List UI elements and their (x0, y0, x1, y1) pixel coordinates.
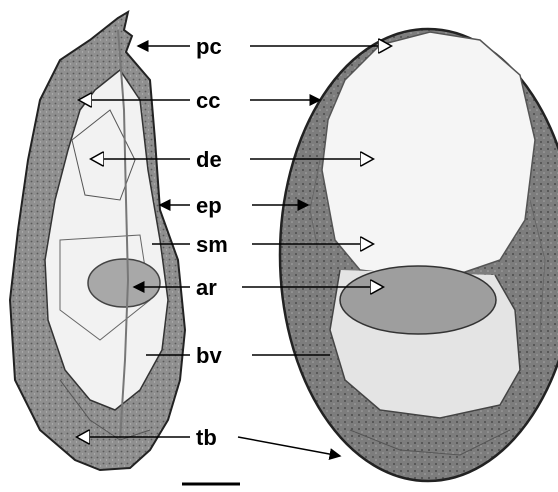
label-ar: ar (196, 275, 217, 300)
left-ar-region (88, 259, 160, 307)
label-cc: cc (196, 88, 220, 113)
label-bv: bv (196, 343, 222, 368)
label-de: de (196, 147, 222, 172)
label-sm: sm (196, 232, 228, 257)
label-ep: ep (196, 193, 222, 218)
label-tb: tb (196, 425, 217, 450)
right-specimen (280, 29, 558, 481)
right-ar-region (340, 266, 496, 334)
label-pc: pc (196, 34, 222, 59)
